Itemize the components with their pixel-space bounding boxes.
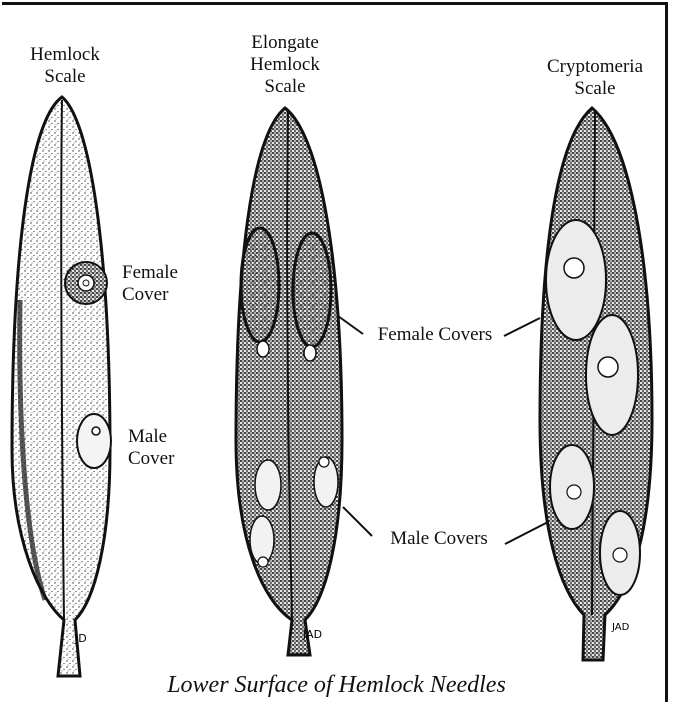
- signature-3: JAD: [611, 622, 630, 633]
- female-cover-label: Female Cover: [122, 262, 202, 306]
- male-cover-label: Male Cover: [128, 426, 208, 470]
- male-covers-label: Male Covers: [374, 528, 504, 550]
- cryptomeria-needle: [540, 108, 652, 660]
- cryptomeria-scale-label: Cryptomeria Scale: [530, 56, 660, 100]
- elongate-scale-label: Elongate Hemlock Scale: [230, 32, 340, 98]
- elongate-needle: [236, 108, 342, 655]
- figure-caption: Lower Surface of Hemlock Needles: [0, 672, 673, 699]
- hemlock-scale-label: Hemlock Scale: [10, 44, 120, 88]
- male-covers-leader-right: [505, 522, 548, 544]
- female-covers-label: Female Covers: [364, 324, 506, 346]
- male-cover-shape: [77, 414, 111, 468]
- female-covers-leader-right: [504, 318, 540, 336]
- hemlock-needle: [12, 97, 111, 676]
- signature-1: JD: [74, 632, 87, 645]
- signature-2: JAD: [302, 628, 322, 641]
- female-covers-leader-left: [338, 316, 363, 334]
- male-covers-leader-left: [343, 507, 372, 536]
